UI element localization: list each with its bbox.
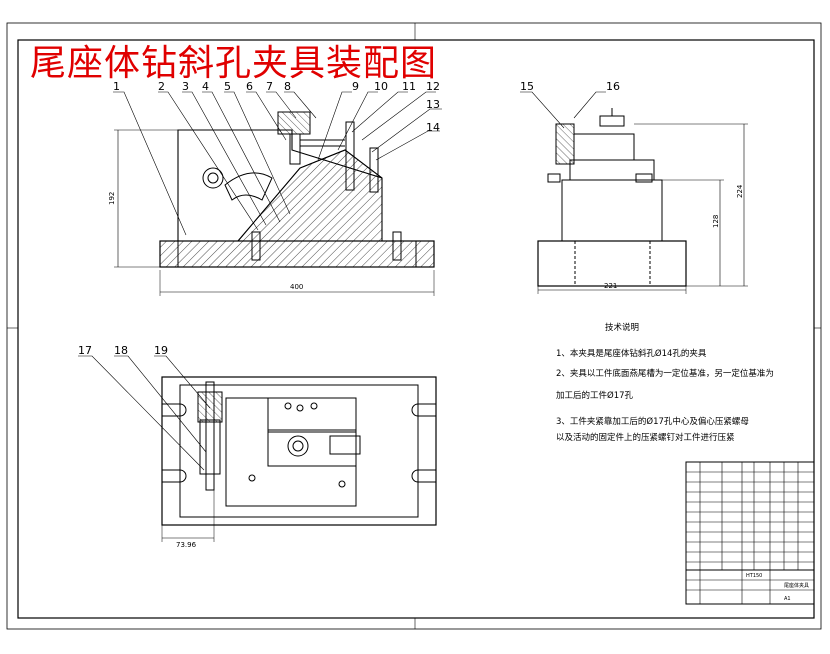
note-line-1: 1、本夹具是尾座体钻斜孔Ø14孔的夹具 <box>556 348 707 359</box>
plan-view <box>161 376 437 542</box>
part-number-18: 18 <box>114 344 128 357</box>
title-block-material: HT150 <box>746 573 762 579</box>
part-number-16: 16 <box>606 80 620 93</box>
note-line-5: 以及活动的固定件上的压紧螺钉对工件进行压紧 <box>556 432 735 443</box>
part-number-4: 4 <box>202 80 209 93</box>
part-number-2: 2 <box>158 80 165 93</box>
note-line-2: 2、夹具以工件底面燕尾槽为一定位基准，另一定位基准为 <box>556 368 774 379</box>
part-number-14: 14 <box>426 121 440 134</box>
part-number-15: 15 <box>520 80 534 93</box>
part-number-19: 19 <box>154 344 168 357</box>
title-block <box>685 461 815 605</box>
part-number-6: 6 <box>246 80 253 93</box>
part-number-9: 9 <box>352 80 359 93</box>
title-block-sheet-size: A1 <box>784 596 791 602</box>
title-block-name: 尾座体夹具 <box>784 582 809 589</box>
dim-height-front: 192 <box>108 192 116 205</box>
front-part-numbers: 1 2 3 4 5 6 7 8 9 10 11 12 13 14 <box>113 80 440 134</box>
side-view <box>537 108 748 294</box>
dim-width-front: 400 <box>290 283 303 291</box>
notes-heading: 技术说明 <box>605 322 639 333</box>
technical-notes: 技术说明 1、本夹具是尾座体钻斜孔Ø14孔的夹具 2、夹具以工件底面燕尾槽为一定… <box>556 322 774 443</box>
sheet-border <box>6 22 822 630</box>
part-number-1: 1 <box>113 80 120 93</box>
part-number-7: 7 <box>266 80 273 93</box>
part-number-8: 8 <box>284 80 291 93</box>
part-number-5: 5 <box>224 80 231 93</box>
dim-height-side-total: 224 <box>736 184 744 198</box>
drawing-title: 尾座体钻斜孔夹具装配图 <box>30 43 437 84</box>
dim-plan-offset: 73.96 <box>176 541 197 549</box>
part-number-11: 11 <box>402 80 416 93</box>
dim-width-side: 221 <box>604 282 617 290</box>
note-line-3: 加工后的工件Ø17孔 <box>556 390 634 401</box>
part-number-17: 17 <box>78 344 92 357</box>
part-number-10: 10 <box>374 80 388 93</box>
part-number-3: 3 <box>182 80 189 93</box>
plan-leaders <box>78 355 211 471</box>
part-number-12: 12 <box>426 80 440 93</box>
part-number-13: 13 <box>426 98 440 111</box>
note-line-4: 3、工件夹紧靠加工后的Ø17孔中心及偏心压紧螺母 <box>556 416 749 427</box>
front-leaders <box>113 91 442 236</box>
dim-height-side-mid: 128 <box>712 215 720 228</box>
front-view <box>114 111 435 296</box>
side-leaders <box>520 91 606 129</box>
